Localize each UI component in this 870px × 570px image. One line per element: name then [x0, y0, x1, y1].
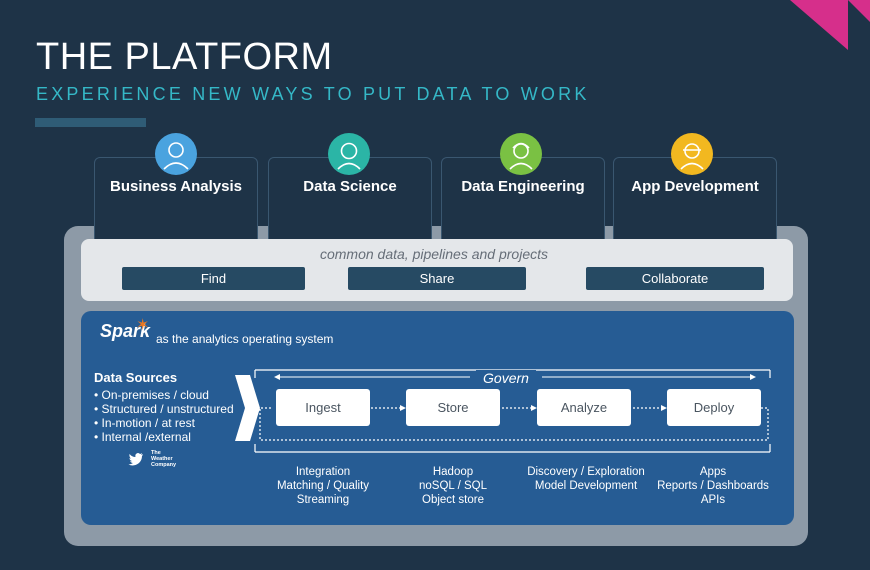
common-data-caption: common data, pipelines and projects — [319, 246, 549, 262]
business-person-icon — [155, 133, 197, 175]
data-sources-title: Data Sources — [94, 370, 178, 385]
developer-icon — [671, 133, 713, 175]
stage-deploy[interactable]: Deploy — [667, 389, 761, 426]
detail-line: Reports / Dashboards — [657, 480, 769, 492]
data-scientist-icon — [328, 133, 370, 175]
title-accent-bar — [35, 118, 146, 127]
govern-label: Govern — [476, 370, 536, 386]
page-title: THE PLATFORM — [36, 36, 333, 78]
list-item: • In-motion / at rest — [94, 416, 195, 430]
role-label: Data Science — [303, 178, 397, 195]
detail-line: Hadoop — [432, 466, 474, 478]
spark-logo: Spark — [100, 321, 151, 341]
ingest-details: Integration Matching / Quality Streaming — [253, 465, 393, 507]
data-flow-chevron — [235, 375, 260, 441]
deploy-details: Apps Reports / Dashboards APIs — [648, 465, 778, 507]
list-item: • Structured / unstructured — [94, 402, 234, 416]
list-item: • Internal /external — [94, 430, 191, 444]
detail-line: noSQL / SQL — [419, 480, 487, 492]
store-details: Hadoop noSQL / SQL Object store — [393, 465, 513, 507]
feedback-loop — [259, 407, 769, 441]
stage-ingest[interactable]: Ingest — [276, 389, 370, 426]
detail-line: Discovery / Exploration — [527, 466, 645, 478]
engineer-icon — [500, 133, 542, 175]
detail-line: Integration — [295, 466, 351, 478]
role-label: Data Engineering — [461, 178, 585, 195]
role-label: App Development — [631, 178, 759, 195]
stage-analyze[interactable]: Analyze — [537, 389, 631, 426]
detail-line: Object store — [422, 494, 484, 506]
find-button[interactable]: Find — [122, 267, 305, 290]
detail-line: APIs — [700, 494, 726, 506]
spark-star-icon: ✶ — [136, 317, 150, 334]
role-label: Business Analysis — [109, 178, 242, 195]
spark-tagline: as the analytics operating system — [156, 332, 334, 346]
detail-line: Apps — [699, 466, 727, 478]
data-sources-list: • On-premises / cloud • Structured / uns… — [94, 388, 234, 444]
collaborate-button[interactable]: Collaborate — [586, 267, 764, 290]
twitter-bird-icon — [128, 452, 144, 469]
list-item: • On-premises / cloud — [94, 388, 209, 402]
corner-decoration — [790, 0, 870, 50]
detail-line: Model Development — [534, 480, 638, 492]
detail-line: Streaming — [296, 494, 350, 506]
weather-company-logo: The Weather Company — [151, 450, 177, 468]
detail-line: Matching / Quality — [276, 480, 370, 492]
page-subtitle: EXPERIENCE NEW WAYS TO PUT DATA TO WORK — [36, 84, 590, 104]
analyze-details: Discovery / Exploration Model Developmen… — [516, 465, 656, 493]
stage-store[interactable]: Store — [406, 389, 500, 426]
share-button[interactable]: Share — [348, 267, 526, 290]
